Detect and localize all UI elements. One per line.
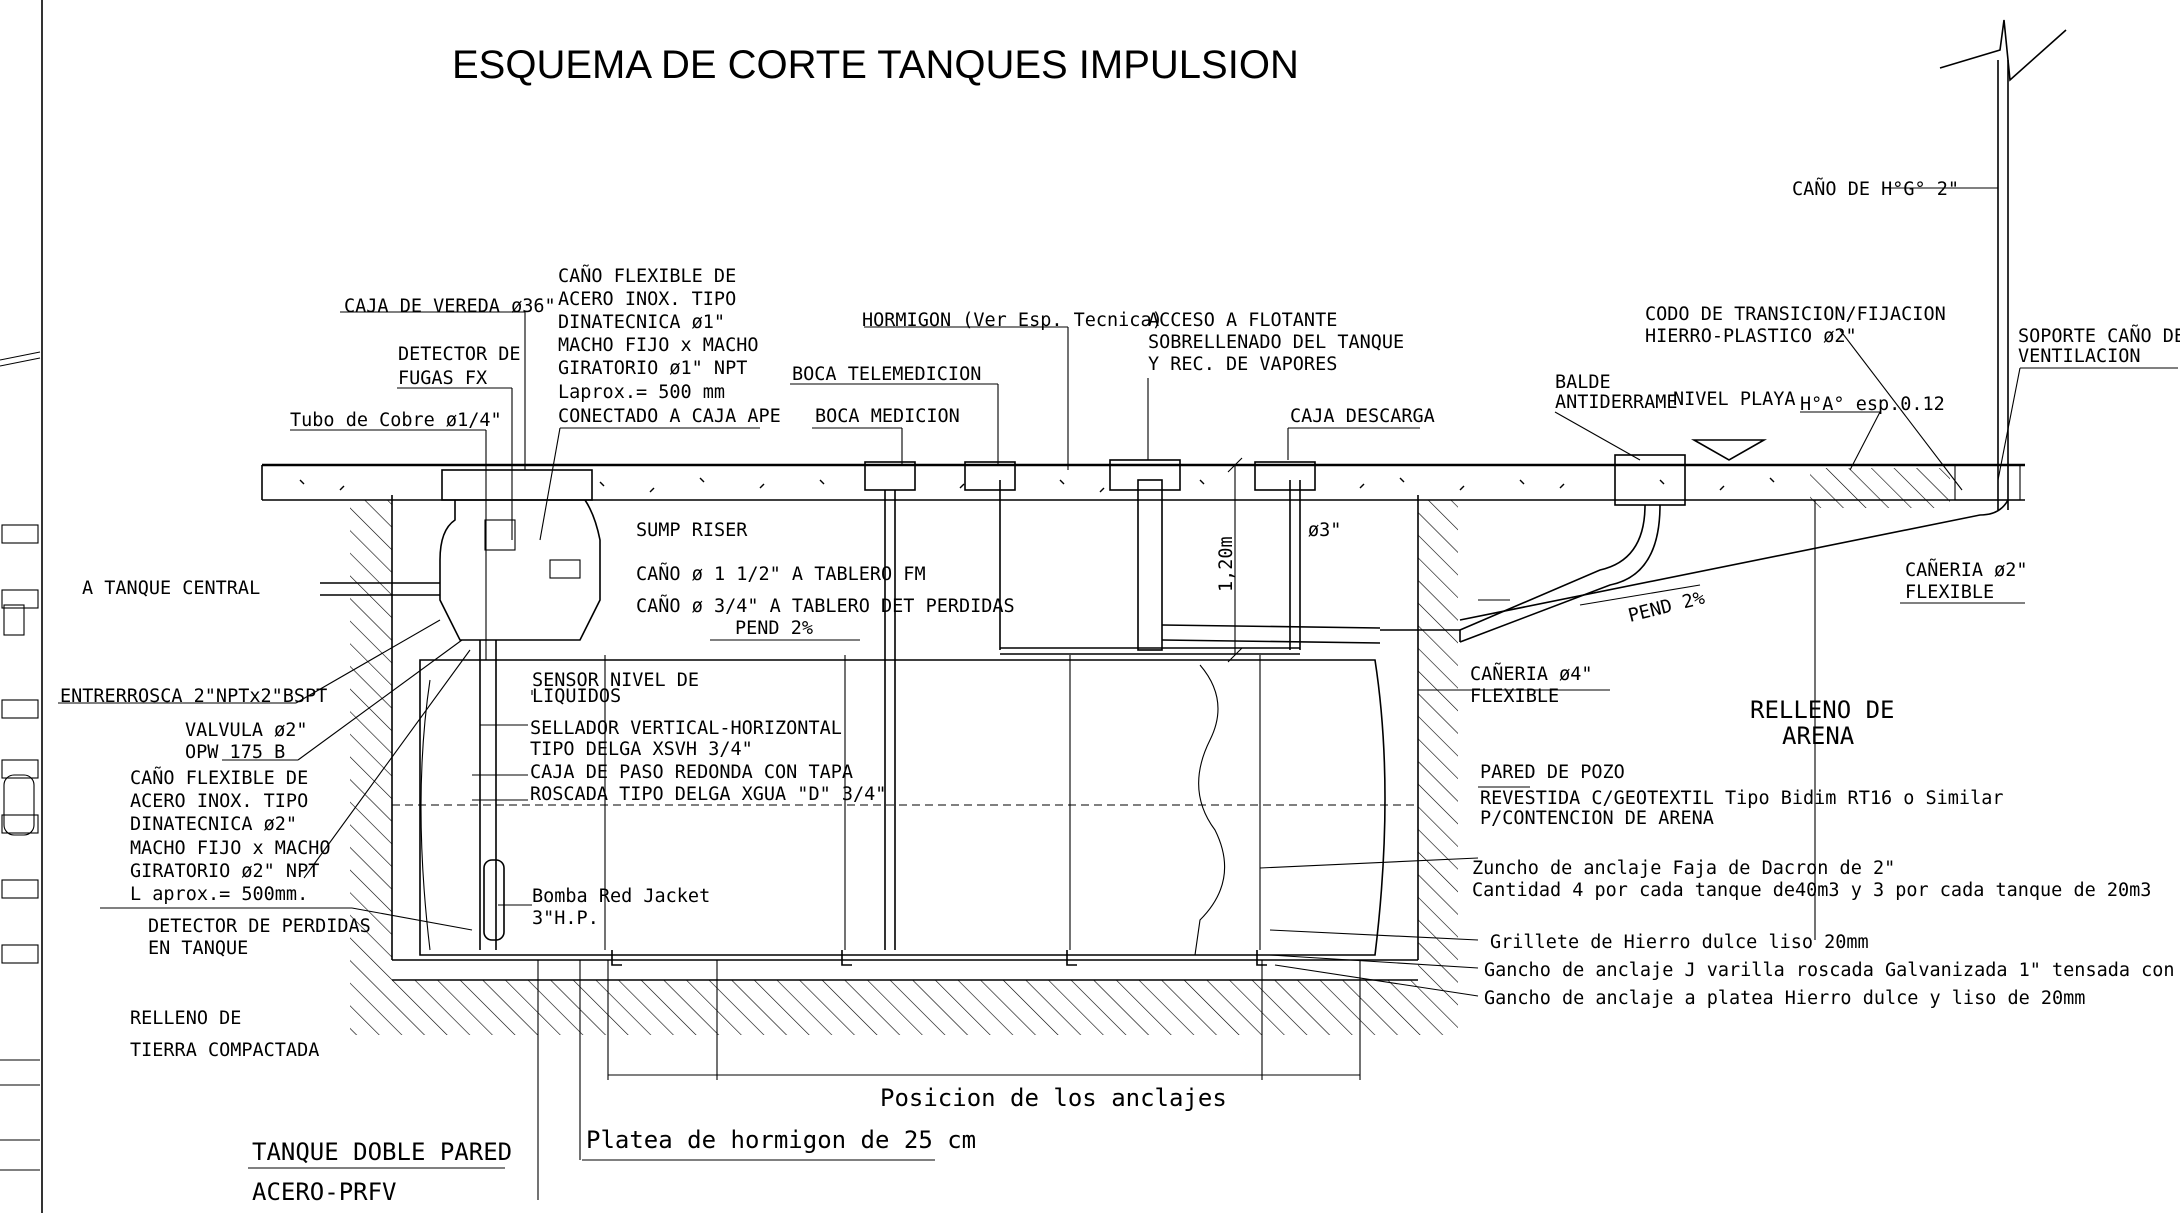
label-caneria-o4-2: FLEXIBLE (1470, 686, 1559, 707)
label-revestida-2: P/CONTENCION DE ARENA (1480, 808, 1714, 829)
label-revestida-1: REVESTIDA C/GEOTEXTIL Tipo Bidim RT16 o … (1480, 788, 2003, 809)
label-zuncho-1: Zuncho de anclaje Faja de Dacron de 2" (1472, 858, 1895, 879)
label-cano-flex-7: CONECTADO A CAJA APE (558, 406, 781, 427)
label-caneria-o2-2: FLEXIBLE (1905, 582, 1994, 603)
label-tanque-1: TANQUE DOBLE PARED (252, 1138, 512, 1166)
label-caneria-o2-1: CAÑERIA ø2" (1905, 559, 2028, 581)
label-dim-120: 1,20m (1216, 536, 1237, 592)
label-valvula-1: VALVULA ø2" (185, 720, 308, 741)
spill-bucket (1380, 454, 1686, 643)
label-grillete: Grillete de Hierro dulce liso 20mm (1490, 932, 1869, 953)
label-caja-paso-2: ROSCADA TIPO DELGA XGUA "D" 3/4" (530, 784, 886, 805)
label-detector-fugas-1: DETECTOR DE (398, 344, 521, 365)
label-cf2-5: GIRATORIO ø2" NPT (130, 861, 319, 882)
label-entrerrosca: ENTRERROSCA 2"NPTx2"BSPT (60, 686, 327, 707)
drawing-title: ESQUEMA DE CORTE TANQUES IMPULSION (452, 43, 1299, 87)
label-sellador-2: TIPO DELGA XSVH 3/4" (530, 739, 753, 760)
label-sensor-2: LIQUIDOS (532, 686, 621, 707)
label-caja-paso-1: CAJA DE PASO REDONDA CON TAPA (530, 762, 853, 783)
label-platea: Platea de hormigon de 25 cm (586, 1126, 976, 1154)
label-codo-1: CODO DE TRANSICION/FIJACION (1645, 304, 1946, 325)
pit-walls (391, 495, 1419, 981)
label-sump-riser: SUMP RISER (636, 520, 748, 541)
label-detector-fugas-2: FUGAS FX (398, 368, 487, 389)
label-relleno-arena-2: ARENA (1782, 722, 1855, 750)
label-bomba-1: Bomba Red Jacket (532, 886, 710, 907)
label-underlines (248, 1159, 935, 1169)
label-caja-descarga: CAJA DESCARGA (1290, 406, 1435, 427)
label-boca-telemedicion: BOCA TELEMEDICION (792, 364, 981, 385)
label-cf2-6: L aprox.= 500mm. (130, 884, 308, 905)
label-ha: H°A° esp.0.12 (1800, 394, 1945, 415)
label-acceso-3: Y REC. DE VAPORES (1148, 354, 1337, 375)
label-soporte-2: VENTILACION (2018, 346, 2141, 367)
sump-riser (320, 469, 601, 950)
label-gancho-platea: Gancho de anclaje a platea Hierro dulce … (1484, 988, 2085, 1009)
label-cf2-3: DINATECNICA ø2" (130, 814, 297, 835)
left-edge-strip (0, 0, 43, 1213)
anchor-rods (604, 655, 1267, 966)
label-balde-2: ANTIDERRAME (1555, 392, 1678, 413)
label-cano-112: CAÑO ø 1 1/2" A TABLERO FM (636, 563, 926, 585)
label-cano-flex-1: CAÑO FLEXIBLE DE (558, 265, 736, 287)
label-zuncho-2: Cantidad 4 por cada tanque de40m3 y 3 po… (1472, 880, 2151, 901)
vertical-pipes (864, 459, 1381, 950)
label-pend-1: PEND 2% (735, 618, 813, 639)
label-soporte-1: SOPORTE CAÑO DE (2018, 325, 2180, 347)
label-relleno-arena-1: RELLENO DE (1750, 696, 1895, 724)
label-cf2-2: ACERO INOX. TIPO (130, 791, 308, 812)
label-balde-1: BALDE (1555, 372, 1611, 393)
label-det-perd-2: EN TANQUE (148, 938, 248, 959)
label-a-tanque-central: A TANQUE CENTRAL (82, 578, 260, 599)
label-cf2-1: CAÑO FLEXIBLE DE (130, 767, 308, 789)
label-caja-vereda: CAJA DE VEREDA ø36" (344, 296, 556, 317)
dimension-depth (1227, 457, 1243, 663)
label-cf2-4: MACHO FIJO x MACHO (130, 838, 330, 859)
label-gancho-j: Gancho de anclaje J varilla roscada Galv… (1484, 960, 2180, 981)
label-cano-34: CAÑO ø 3/4" A TABLERO DET PERDIDAS (636, 595, 1015, 617)
label-cano-flex-2: ACERO INOX. TIPO (558, 289, 736, 310)
label-pend-2: PEND 2% (1626, 588, 1707, 627)
label-codo-2: HIERRO-PLASTICO ø2" (1645, 326, 1857, 347)
label-dim-o3: ø3" (1308, 520, 1341, 541)
label-cano-flex-5: GIRATORIO ø1" NPT (558, 358, 747, 379)
leader-lines (58, 187, 2178, 997)
label-nivel-playa: NIVEL PLAYA (1673, 389, 1796, 410)
label-cano-flex-3: DINATECNICA ø1" (558, 312, 725, 333)
label-valvula-2: OPW 175 B (185, 742, 285, 763)
label-relleno-tierra-2: TIERRA COMPACTADA (130, 1040, 319, 1061)
label-bomba-2: 3"H.P. (532, 908, 599, 929)
label-cano-hg: CAÑO DE H°G° 2" (1792, 178, 1959, 200)
label-det-perd-1: DETECTOR DE PERDIDAS (148, 916, 371, 937)
label-posicion-anclajes: Posicion de los anclajes (880, 1084, 1227, 1112)
label-sensor-1: SENSOR NIVEL DE (532, 670, 699, 691)
anchor-position-dims (537, 500, 1816, 1200)
label-acceso-1: ACCESO A FLOTANTE (1148, 310, 1337, 331)
label-tanque-2: ACERO-PRFV (252, 1178, 397, 1206)
label-acceso-2: SOBRELLENADO DEL TANQUE (1148, 332, 1404, 353)
label-caneria-o4-1: CAÑERIA ø4" (1470, 663, 1593, 685)
soil-hatching (350, 468, 1950, 1035)
label-pared-pozo: PARED DE POZO (1480, 762, 1625, 783)
label-sellador-1: SELLADOR VERTICAL-HORIZONTAL (530, 718, 842, 739)
level-marker-icon (1690, 439, 1768, 461)
label-boca-medicion: BOCA MEDICION (815, 406, 960, 427)
label-hormigon: HORMIGON (Ver Esp. Tecnica) (862, 310, 1163, 331)
vent-pipe (1459, 19, 2067, 621)
label-cano-flex-6: Laprox.= 500 mm (558, 382, 725, 403)
label-tubo-cobre: Tubo de Cobre ø1/4" (290, 410, 502, 431)
label-relleno-tierra-1: RELLENO DE (130, 1008, 241, 1029)
label-cano-flex-4: MACHO FIJO x MACHO (558, 335, 758, 356)
